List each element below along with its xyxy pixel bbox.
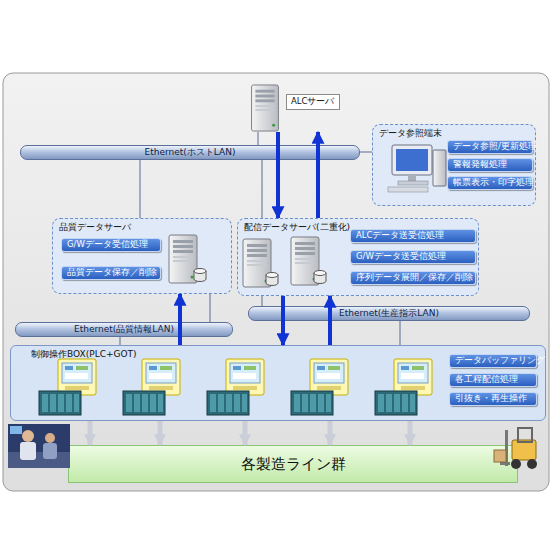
- data-flow-arrow: [243, 421, 248, 445]
- node-text: 品質データサーバ: [59, 221, 131, 234]
- process-box: データバッファリング: [449, 354, 537, 368]
- network-link: [400, 321, 401, 345]
- network-link: [360, 152, 372, 153]
- process-box: 警報発報処理: [447, 158, 533, 172]
- data-flow-arrow: [328, 421, 333, 445]
- data-flow-arrow: [276, 132, 280, 218]
- process-box: データ参照/更新処理: [447, 140, 533, 154]
- server-node: ALCサーバ: [248, 84, 340, 132]
- data-flow-arrow: [328, 296, 332, 345]
- network-link: [258, 132, 259, 145]
- process-box: 帳票表示・印字処理: [447, 176, 533, 190]
- node-text: データ参照端末: [379, 127, 442, 140]
- plc-got-unit: [207, 359, 264, 415]
- node-text: G/Wデータ受信処理: [67, 239, 148, 251]
- node-text: ALCデータ送受信処理: [356, 230, 445, 242]
- data-flow-arrow: [178, 294, 182, 345]
- plc-got-unit: [39, 359, 96, 415]
- outer-panel: [3, 73, 549, 491]
- node-text: データ参照/更新処理: [453, 141, 537, 153]
- network-bus: Ethernet(品質情報LAN): [15, 322, 233, 337]
- data-flow-arrow: [408, 421, 413, 445]
- node-text: 序列データ展開／保存／削除: [356, 272, 473, 284]
- group-box: 品質データサーバ G/Wデータ受信処理品質データ保存／削除: [52, 218, 232, 294]
- process-box: G/Wデータ送受信処理: [350, 250, 476, 264]
- process-box: G/Wデータ受信処理: [61, 238, 161, 252]
- server-icon: [291, 237, 319, 285]
- worker-photo: [8, 424, 70, 468]
- plc-got-unit: [123, 359, 180, 415]
- process-box: 品質データ保存／削除: [61, 266, 161, 280]
- server-icon: [169, 235, 197, 283]
- data-flow-arrow: [158, 421, 163, 445]
- database-icon: [266, 273, 278, 286]
- network-link: [210, 294, 211, 322]
- process-box: 序列データ展開／保存／削除: [350, 271, 476, 285]
- network-link: [120, 337, 121, 345]
- node-text: 引抜き・再生操作: [455, 393, 527, 405]
- plc-got-unit: [375, 359, 432, 415]
- network-bus: Ethernet(ホストLAN): [20, 145, 360, 160]
- server-icon: [243, 239, 271, 287]
- forklift-icon: [494, 428, 537, 469]
- node-text: ALCサーバ: [286, 94, 340, 110]
- node-text: 配信データサーバ(二重化): [244, 221, 350, 234]
- node-text: 品質データ保存／削除: [67, 267, 157, 279]
- node-text: 警報発報処理: [453, 159, 507, 171]
- node-text: 制御操作BOX(PLC+GOT): [31, 348, 137, 361]
- network-link: [262, 296, 263, 306]
- data-flow-arrow: [316, 132, 320, 218]
- process-box: ALCデータ送受信処理: [350, 229, 476, 243]
- control-box: 制御操作BOX(PLC+GOT)データバッファリング各工程配信処理引抜き・再生操…: [10, 345, 546, 421]
- network-bus: Ethernet(生産指示LAN): [248, 306, 530, 321]
- node-text: Ethernet(ホストLAN): [145, 146, 236, 159]
- network-link: [140, 160, 141, 218]
- process-box: 各工程配信処理: [449, 373, 537, 387]
- plc-got-unit: [291, 359, 348, 415]
- node-text: 帳票表示・印字処理: [453, 177, 534, 189]
- node-text: 各工程配信処理: [455, 374, 518, 386]
- node-text: G/Wデータ送受信処理: [356, 251, 446, 263]
- server-icon: [252, 85, 279, 131]
- process-box: 引抜き・再生操作: [449, 392, 537, 406]
- group-box: データ参照端末データ参照/更新処理警報発報処理帳票表示・印字処理: [372, 124, 536, 206]
- database-icon: [194, 269, 206, 282]
- node-text: データバッファリング: [455, 355, 545, 367]
- node-text: Ethernet(品質情報LAN): [74, 323, 174, 336]
- network-link: [262, 160, 263, 218]
- terminal-icon: [388, 145, 446, 192]
- data-flow-arrow: [88, 421, 93, 445]
- production-band: 各製造ライン群: [68, 445, 518, 483]
- database-icon: [314, 271, 326, 284]
- group-box: 配信データサーバ(二重化) ALCデータ送受信処理 G/Wデータ送受信処理序列データ…: [237, 218, 479, 296]
- node-text: 各製造ライン群: [241, 455, 346, 474]
- node-text: Ethernet(生産指示LAN): [339, 307, 439, 320]
- data-flow-arrow: [281, 296, 285, 345]
